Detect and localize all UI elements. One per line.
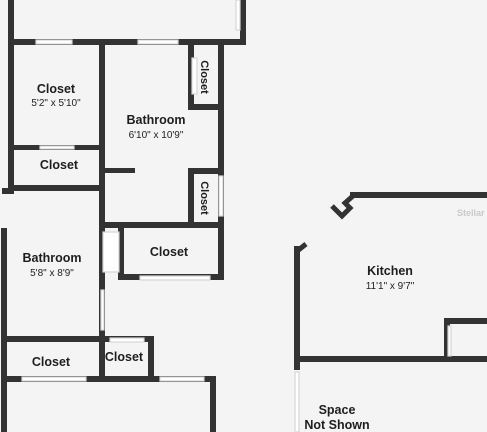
room-dimensions: 6'10" x 10'9"	[129, 130, 184, 141]
wall	[188, 168, 194, 226]
room-name: Bathroom	[22, 251, 81, 265]
wall	[294, 356, 487, 362]
wall	[444, 318, 487, 324]
wall	[188, 45, 194, 110]
wall	[444, 318, 450, 360]
wall	[99, 336, 105, 382]
wall	[218, 45, 224, 225]
room-name: Closet	[105, 350, 144, 364]
window	[137, 39, 179, 45]
room-name: Closet	[32, 355, 71, 369]
room-name: Bathroom	[126, 113, 185, 127]
door	[100, 289, 105, 331]
door	[39, 145, 75, 150]
wall	[8, 39, 14, 194]
window	[235, 0, 241, 31]
wall	[99, 222, 105, 340]
room-name: Closet	[37, 82, 76, 96]
wall	[8, 39, 246, 45]
door	[109, 337, 145, 343]
wall	[8, 185, 105, 191]
wall	[188, 104, 224, 110]
window	[159, 376, 205, 382]
watermark: Stellar	[457, 208, 485, 218]
room-name: Closet	[198, 181, 210, 215]
wall	[99, 39, 105, 224]
openings	[21, 0, 452, 432]
wall	[188, 168, 224, 174]
wall	[1, 376, 216, 382]
wall-angle	[294, 242, 308, 254]
wall	[1, 228, 7, 432]
room-name: Not Shown	[304, 418, 369, 432]
window	[21, 376, 87, 382]
window	[447, 325, 452, 357]
room-name: Closet	[198, 60, 210, 94]
wall	[294, 246, 300, 370]
room-dimensions: 5'2" x 5'10"	[31, 98, 81, 109]
room-dimensions: 5'8" x 8'9"	[30, 268, 74, 279]
wall	[240, 0, 246, 45]
wall	[2, 188, 10, 194]
window	[35, 39, 73, 45]
window	[139, 275, 211, 281]
room-name: Closet	[40, 158, 79, 172]
wall	[210, 376, 216, 432]
opening	[294, 371, 300, 432]
wall	[99, 222, 224, 228]
room-dimensions: 11'1" x 9'7"	[366, 281, 415, 292]
wall	[218, 222, 224, 280]
room-name: Closet	[150, 245, 189, 259]
wall-angle	[330, 193, 356, 220]
wall	[350, 192, 487, 198]
window	[218, 175, 224, 217]
room-name: Kitchen	[367, 264, 413, 278]
door	[102, 231, 120, 273]
room-name: Space	[319, 403, 356, 417]
wall	[1, 336, 154, 342]
wall	[105, 168, 135, 173]
wall	[8, 0, 14, 42]
window	[191, 57, 198, 95]
wall	[118, 222, 124, 280]
wall	[148, 336, 154, 382]
